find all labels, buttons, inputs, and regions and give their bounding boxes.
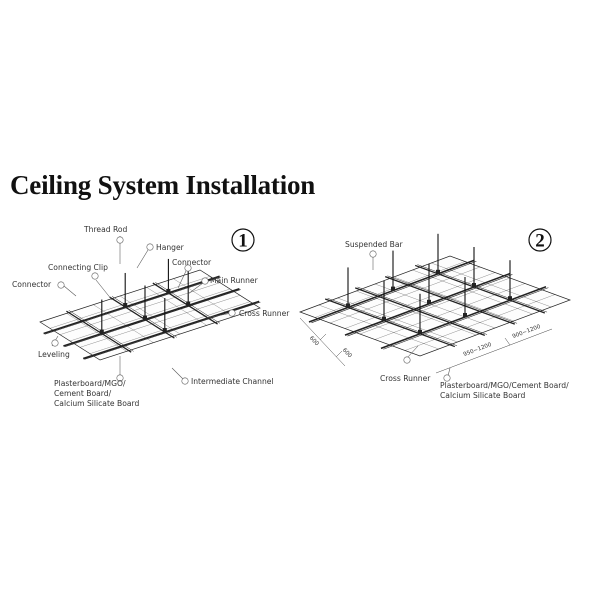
hanger-clip xyxy=(463,313,467,317)
diagram-2-callout-circles xyxy=(369,250,451,382)
page-title: Ceiling System Installation xyxy=(10,170,316,200)
hanger-clip xyxy=(99,329,104,334)
main-runner-edge xyxy=(64,289,241,348)
cross-runner xyxy=(66,310,132,353)
board-seam xyxy=(359,277,511,335)
main-runner xyxy=(63,288,240,347)
dimension-600-b: 600 xyxy=(341,347,353,359)
dimension-950-1200: 950~1200 xyxy=(463,342,493,358)
board-seam xyxy=(374,283,526,340)
hanger-clip xyxy=(391,286,395,291)
dimension-900-1200: 900~1200 xyxy=(512,324,542,340)
hanger-clip xyxy=(162,328,167,333)
label-intermediate-channel: Intermediate Channel xyxy=(191,377,274,386)
cross-runner xyxy=(384,276,516,325)
main-runner-edge xyxy=(44,276,221,335)
main-runner xyxy=(380,286,547,350)
label-main-runner: Main Runner xyxy=(210,276,259,285)
label-suspended-bar: Suspended Bar xyxy=(345,240,403,249)
diagram-2-dimension-lines xyxy=(299,317,553,374)
main-runner-edge xyxy=(311,260,477,324)
label-connecting-clip: Connecting Clip xyxy=(48,263,108,272)
diagram-2: 2 600 600 950~1200 900~1200 Suspended Ba… xyxy=(298,228,572,400)
dimension-600-a: 600 xyxy=(308,335,320,347)
label-board-line-1: Plasterboard/MGO/ xyxy=(54,379,126,388)
label-hanger: Hanger xyxy=(156,243,185,252)
diagram-1-thread-rods xyxy=(99,258,191,334)
main-runner xyxy=(344,272,511,336)
diagram-2-suspended-bars xyxy=(346,233,512,334)
hanger-clip xyxy=(382,316,386,321)
diagram-1: 1 Thread Rod H xyxy=(12,225,290,408)
diagram-2-grid xyxy=(298,255,572,357)
hanger-clip xyxy=(186,301,191,306)
main-runner-edge xyxy=(347,274,513,337)
hanger-clip xyxy=(123,302,128,307)
diagram-1-callout-circles xyxy=(51,236,236,385)
label-leveling: Leveling xyxy=(38,350,70,359)
hanger-clip xyxy=(143,315,147,320)
cross-runner xyxy=(152,282,218,325)
label-cross-runner-2: Cross Runner xyxy=(380,374,431,383)
main-runner-edge xyxy=(383,287,549,350)
label-cross-runner-1: Cross Runner xyxy=(239,309,290,318)
board-seam xyxy=(89,301,251,354)
hanger-clip xyxy=(166,288,171,293)
label-board-2-line-2: Calcium Silicate Board xyxy=(440,391,526,400)
cross-runner-edge xyxy=(357,286,488,335)
diagram-2-number-badge: 2 xyxy=(528,228,552,252)
label-board-line-3: Calcium Silicate Board xyxy=(54,399,140,408)
label-connector-left: Connector xyxy=(12,280,52,289)
label-board-2-line-1: Plasterboard/MGO/Cement Board/ xyxy=(440,381,569,390)
diagram-1-number: 1 xyxy=(238,231,248,252)
label-board-line-2: Cement Board/ xyxy=(54,389,112,398)
hanger-clip xyxy=(346,303,350,308)
board-seam xyxy=(404,294,556,351)
label-thread-rod: Thread Rod xyxy=(83,225,128,234)
main-runner xyxy=(43,275,220,335)
hanger-clip xyxy=(508,296,512,301)
cross-runner-edge xyxy=(387,275,518,324)
hanger-clip xyxy=(418,329,422,334)
label-connector-right: Connector xyxy=(172,258,212,267)
hanger-clip xyxy=(427,299,431,304)
main-runner xyxy=(308,259,475,323)
diagram-1-leaders xyxy=(51,236,233,381)
hanger-clip xyxy=(472,283,476,287)
diagram-1-number-badge: 1 xyxy=(231,228,255,252)
hanger-clip xyxy=(436,269,440,274)
diagram-2-number: 2 xyxy=(535,231,545,252)
